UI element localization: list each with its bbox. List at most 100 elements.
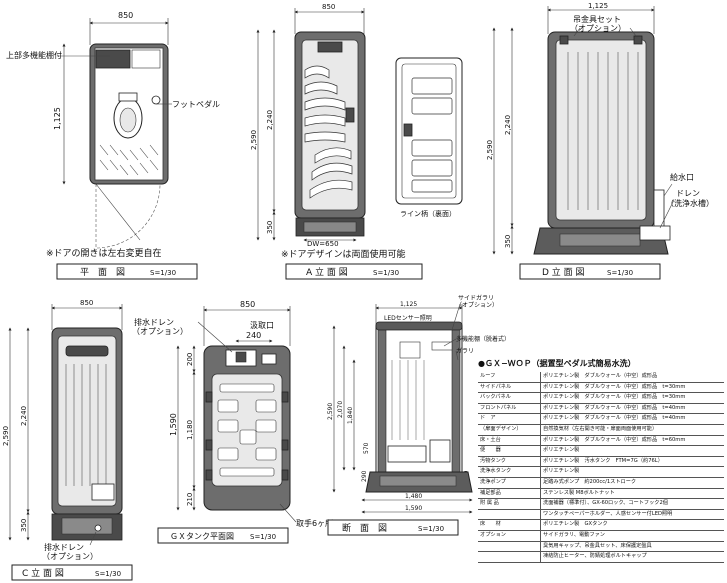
spec-value: ポリエチレン製 bbox=[540, 466, 724, 478]
section-callout-sensor: LEDセンサー照明 bbox=[384, 315, 432, 322]
a-base-label: 350 bbox=[266, 221, 274, 234]
spec-key bbox=[478, 541, 541, 553]
d-base-label: 350 bbox=[504, 235, 512, 248]
callout-hanger: 吊金具セット（オプション） bbox=[570, 14, 626, 33]
door-note: ※ドアの開きは左右変更自在 bbox=[46, 247, 162, 259]
c-title: C 立 面 図 bbox=[22, 567, 64, 579]
spec-value: 自然換気材（左右開き可能・扉面両面使用可能） bbox=[540, 424, 724, 436]
spec-key: 便 器 bbox=[478, 445, 541, 457]
section-h1: 2,070 bbox=[337, 401, 344, 418]
spec-key: 洗浄ポンプ bbox=[478, 477, 541, 489]
spec-key: 床 材 bbox=[478, 519, 541, 531]
tank-top-label: 200 bbox=[186, 353, 194, 366]
callout-top-shelf: 上部多機能棚付 bbox=[6, 50, 62, 60]
plan-scale: S=1/30 bbox=[150, 269, 176, 277]
spec-row: サイドパネルポリエチレン製 ダブルウォール（中空）成形品 t=30mm bbox=[478, 382, 724, 394]
spec-value: ポリエチレン製 ダブルウォール（中空）成形品 t=40mm bbox=[540, 413, 724, 425]
spec-row: 床 材ポリエチレン製 GXタンク bbox=[478, 519, 724, 531]
spec-key bbox=[478, 551, 541, 563]
spec-title: ●ＧＸ−ＷＯＰ（据置型ペダル式簡易水洗） bbox=[478, 359, 636, 368]
spec-value: ワンタッチペーパーホルダー、人感センサー付LED照明 bbox=[540, 509, 724, 521]
c-callout-drain: 排水ドレン（オプション） bbox=[42, 542, 98, 561]
section-h2: 1,840 bbox=[347, 407, 354, 424]
spec-row: 汚物タンクポリエチレン製 汚水タンク FTM=7G（約76L） bbox=[478, 456, 724, 468]
spec-key bbox=[478, 509, 541, 521]
d-height-label: 2,240 bbox=[504, 115, 512, 135]
spec-row: オプションサイドガラリ、電動ファン bbox=[478, 530, 724, 542]
callout-drain-d-line1: ドレン bbox=[676, 189, 700, 198]
section-callout-glass: ガラリ bbox=[456, 347, 474, 355]
d-overall-label: 2,590 bbox=[486, 140, 494, 160]
tank-callout-drain-line1: 排水ドレン bbox=[134, 317, 174, 327]
a-title: A 立 面 図 bbox=[306, 266, 348, 278]
spec-row: 凍結防止ヒーター、防錆処理ボルトキャップ bbox=[478, 551, 724, 563]
spec-value: 洗面補器（標準付）、GX-60ロック、コートフック2個 bbox=[540, 498, 724, 510]
spec-row: 便 器ポリエチレン製 bbox=[478, 445, 724, 457]
spec-body: ルーフポリエチレン製 ダブルウォール（中空）成形品サイドパネルポリエチレン製 ダ… bbox=[478, 372, 724, 563]
spec-value: ポリエチレン製 汚水タンク FTM=7G（約76L） bbox=[540, 456, 724, 468]
a-scale: S=1/30 bbox=[373, 269, 399, 277]
a-overall-label: 2,590 bbox=[250, 130, 258, 150]
spec-key: フロントパネル bbox=[478, 403, 541, 415]
section-depth-label: 1,480 bbox=[405, 493, 422, 500]
callout-drain-d-line2: （洗浄水槽） bbox=[666, 198, 714, 208]
spec-value: ポリエチレン製 ダブルウォール（中空）成形品 t=30mm bbox=[540, 382, 724, 394]
section-callout-shelf: 多機能棚（脱着式） bbox=[456, 335, 510, 343]
spec-row: ド アポリエチレン製 ダブルウォール（中空）成形品 t=40mm bbox=[478, 413, 724, 425]
spec-value: 凍結防止ヒーター、防錆処理ボルトキャップ bbox=[540, 551, 724, 563]
spec-table: ●ＧＸ−ＷＯＰ（据置型ペダル式簡易水洗） ルーフポリエチレン製 ダブルウォール（… bbox=[478, 358, 724, 563]
callout-drain-d: ドレン（洗浄水槽） bbox=[666, 189, 714, 208]
spec-row: フロントパネルポリエチレン製 ダブルウォール（中空）成形品 t=40mm bbox=[478, 403, 724, 415]
section-title: 断 面 図 bbox=[342, 522, 387, 534]
spec-key: オプション bbox=[478, 530, 541, 542]
spec-value: ポリエチレン製 GXタンク bbox=[540, 519, 724, 531]
spec-row: 床・土台ポリエチレン製 ダブルウォール（中空）成形品 t=60mm bbox=[478, 435, 724, 447]
section-h0: 2,590 bbox=[327, 403, 334, 420]
callout-foot-pedal: フットペダル bbox=[172, 99, 220, 109]
d-elevation: 1,125 2,590 2,240 350 吊金具セット（オプション） 給水口 … bbox=[486, 2, 714, 280]
spec-key: 床・土台 bbox=[478, 435, 541, 447]
section-callout-side-glass: サイドガラリ（オプション） bbox=[456, 294, 498, 309]
callout-inlet: 給水口 bbox=[670, 172, 694, 182]
section-side-glass-line2: （オプション） bbox=[456, 302, 498, 309]
section-h3: 290 bbox=[361, 470, 368, 482]
section-scale: S=1/30 bbox=[418, 525, 444, 533]
spec-value: ポリエチレン製 ダブルウォール（中空）成形品 t=40mm bbox=[540, 403, 724, 415]
a-line-label: ライン柄（裏面） bbox=[400, 209, 456, 218]
spec-key: ルーフ bbox=[478, 372, 541, 383]
section-view: 1,125 2,590 2,070 1,840 290 570 380 1,48… bbox=[327, 294, 510, 536]
spec-value: ポリエチレン製 ダブルウォール（中空）成形品 t=60mm bbox=[540, 435, 724, 447]
spec-row: 臭気用キャップ、吊金具セット、床保護定盤具 bbox=[478, 541, 724, 553]
spec-key: サイドパネル bbox=[478, 382, 541, 394]
c-callout-drain-line2: （オプション） bbox=[42, 552, 98, 561]
tank-callout-drain-line2: （オプション） bbox=[132, 327, 188, 336]
spec-key: 補足部品 bbox=[478, 488, 541, 500]
spec-value: 足踏み式ポンプ 約200cc/1ストローク bbox=[540, 477, 724, 489]
d-scale: S=1/30 bbox=[607, 269, 633, 277]
spec-row: 洗浄水タンクポリエチレン製 bbox=[478, 466, 724, 478]
plan-view: 850 1,125 上部多機能棚付 フットペダル ※ドアの開きは左右変更自在 平… bbox=[6, 11, 220, 280]
c-callout-drain-line1: 排水ドレン bbox=[44, 542, 84, 552]
a-design-note: ※ドアデザインは両面使用可能 bbox=[281, 248, 406, 260]
tank-plan: 850 1,590 200 1,180 210 240 排水ドレン（オプション）… bbox=[132, 300, 333, 544]
callout-hanger-line1: 吊金具セット bbox=[573, 14, 621, 24]
tank-title: ＧＸタンク平面図 bbox=[170, 532, 234, 541]
spec-row: 補足部品ステンレス製 M8ボルトナット bbox=[478, 488, 724, 500]
spec-key: バックパネル bbox=[478, 392, 541, 404]
c-base-label: 350 bbox=[20, 519, 28, 532]
plan-title: 平 面 図 bbox=[80, 267, 125, 278]
tank-callout-handles: 取手6ヶ所 bbox=[296, 518, 333, 528]
a-width-label: 850 bbox=[322, 3, 335, 11]
tank-callout-port: 汲取口 bbox=[250, 321, 274, 330]
spec-value: ポリエチレン製 ダブルウォール（中空）成形品 t=30mm bbox=[540, 392, 724, 404]
tank-callout-drain: 排水ドレン（オプション） bbox=[132, 317, 188, 336]
spec-key: 洗浄水タンク bbox=[478, 466, 541, 478]
c-overall-label: 2,590 bbox=[2, 426, 10, 446]
spec-value: 臭気用キャップ、吊金具セット、床保護定盤具 bbox=[540, 541, 724, 553]
spec-row: （扉面デザイン）自然換気材（左右開き可能・扉面両面使用可能） bbox=[478, 424, 724, 436]
section-width-label: 1,125 bbox=[400, 301, 417, 308]
c-height-label: 2,240 bbox=[20, 406, 28, 426]
section-bottom-label: 1,590 bbox=[405, 505, 422, 512]
a-elevation: 850 2,590 2,240 350 DW=650 ※ドアデザインは両面使用可… bbox=[250, 3, 463, 280]
